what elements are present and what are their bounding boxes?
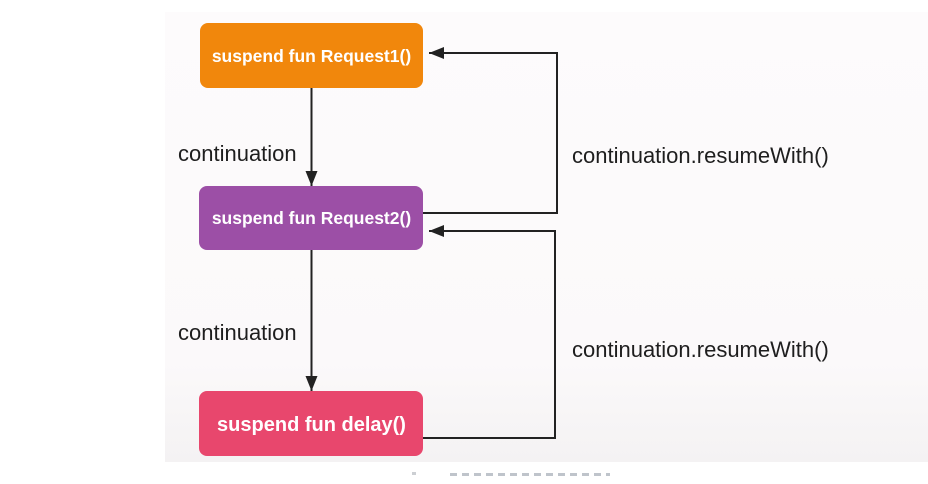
arrow-resumewith-delay-to-request2: [423, 225, 556, 439]
node-request1-box: [200, 23, 423, 88]
node-delay: suspend fun delay(): [199, 391, 423, 456]
node-request2-label: suspend fun Request2(): [212, 208, 411, 228]
node-request2-box: [199, 186, 423, 250]
node-delay-label: suspend fun delay(): [217, 414, 406, 436]
node-delay-box: [199, 391, 423, 456]
label-resumewith-1: continuation.resumeWith(): [572, 143, 829, 168]
node-request1: suspend fun Request1(): [200, 23, 423, 88]
watermark-dashes: [450, 473, 610, 476]
label-resumewith-2: continuation.resumeWith(): [572, 337, 829, 362]
node-request1-label: suspend fun Request1(): [212, 46, 411, 66]
label-continuation-1: continuation: [178, 141, 297, 166]
arrow-resumewith-request2-to-request1: [423, 47, 558, 214]
watermark-dot: [412, 472, 416, 475]
node-request2: suspend fun Request2(): [199, 186, 423, 250]
label-continuation-2: continuation: [178, 320, 297, 345]
